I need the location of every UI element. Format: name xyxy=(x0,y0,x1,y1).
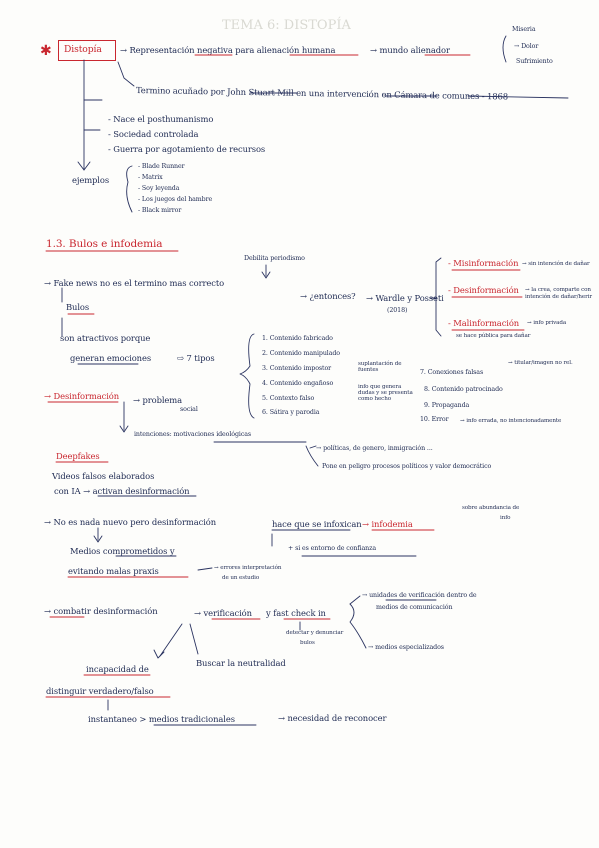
detectar-2: bulos xyxy=(300,640,315,646)
debilita-periodismo: Debilita periodismo xyxy=(244,255,305,262)
sobreabundancia-2: info xyxy=(500,515,511,521)
branch-sufrimiento: Sufrimiento xyxy=(516,58,553,65)
type-4: 4. Contenido engañoso xyxy=(262,380,334,387)
cause-2: - Guerra por agotamiento de recursos xyxy=(108,144,266,154)
medios-comprometidos: Medios comprometidos y xyxy=(70,546,175,556)
distopia-box xyxy=(58,40,116,61)
fast-check-term: y fast check in xyxy=(266,608,326,618)
example-2: - Soy leyenda xyxy=(138,185,180,192)
branch-dolor: → Dolor xyxy=(514,43,539,50)
type-2: 2. Contenido manipulado xyxy=(262,350,340,357)
videos-falsos: Videos falsos elaborados xyxy=(52,471,155,481)
type-6: 6. Sátira y parodia xyxy=(262,409,320,416)
wardle-year: (2018) xyxy=(387,307,408,314)
combatir-line: → combatir desinformación xyxy=(44,606,158,616)
malinformacion: - Malinformación xyxy=(448,318,520,328)
distopia-term: Distopía xyxy=(64,44,102,55)
example-4: - Black mirror xyxy=(138,207,182,214)
seven-types: ⇨ 7 tipos xyxy=(177,353,215,363)
malinformacion-note-2: se hace pública para dañar xyxy=(456,333,531,339)
type-10: 10. Error xyxy=(420,416,449,423)
fake-news-line: → Fake news no es el termino mas correct… xyxy=(44,278,225,288)
type-7: 7. Conexiones falsas xyxy=(420,369,484,376)
verificacion-term: → verificación xyxy=(194,608,252,618)
example-0: - Blade Runner xyxy=(138,163,185,170)
atractivos-text: son atractivos porque xyxy=(60,333,151,343)
examples-label: ejemplos xyxy=(72,175,110,185)
impostor-note: suplantación de fuentes xyxy=(358,361,402,373)
misinformacion-note: → sin intención de dañar xyxy=(522,261,590,267)
problema-label: → problema xyxy=(133,395,183,405)
page-header-title: TEMA 6: DISTOPÍA xyxy=(222,18,351,33)
section-heading: 1.3. Bulos e infodemia xyxy=(46,238,163,250)
con-ia-line: con IA → activan desinformación xyxy=(54,486,190,496)
incapacidad-line: incapacidad de xyxy=(86,664,149,674)
intenciones-line: intenciones: motivaciones ideológicas xyxy=(134,431,252,438)
entonces-question: → ¿entonces? xyxy=(300,291,356,301)
type-9: 9. Propaganda xyxy=(424,402,470,409)
type-8: 8. Contenido patrocinado xyxy=(424,386,503,393)
distopia-world: → mundo alienador xyxy=(370,45,450,55)
detectar-1: detectar y denunciar xyxy=(286,630,344,636)
type-1: 1. Contenido fabricado xyxy=(262,335,333,342)
praxis-note-1: → errores interpretación xyxy=(214,565,282,571)
desinformacion-line: → Desinformación xyxy=(44,391,120,401)
medios-especializados: → medios especializados xyxy=(368,644,444,651)
star-bullet: ✱ xyxy=(40,43,52,59)
branch-miseria: Miseria xyxy=(512,26,536,33)
social-label: social xyxy=(180,406,198,413)
misleading-note: info que genera dudas y se presenta como… xyxy=(358,384,413,402)
desinformacion-note: → la crea, comparte con intención de dañ… xyxy=(525,287,592,300)
infodemia-term: → infodemia xyxy=(362,519,413,529)
example-1: - Matrix xyxy=(138,174,163,181)
unidades-2: medios de comunicación xyxy=(376,604,453,611)
unidades-1: → unidades de verificación dentro de xyxy=(362,592,477,599)
false-connection-note: → titular/imagen no rel. xyxy=(508,360,573,366)
example-3: - Los juegos del hambre xyxy=(138,196,213,203)
buscar-neutralidad: Buscar la neutralidad xyxy=(196,658,286,668)
type-3: 3. Contenido impostor xyxy=(262,365,332,372)
error-note: → info errada, no intencionadamente xyxy=(460,418,562,424)
bulos-label: Bulos xyxy=(66,302,90,312)
malinformacion-note-1: → info privada xyxy=(527,320,567,326)
distopia-definition: → Representación negativa para alienació… xyxy=(120,45,336,55)
no-es-nuevo: → No es nada nuevo pero desinformación xyxy=(44,517,217,527)
evitando-malas-praxis: evitando malas praxis xyxy=(68,566,159,576)
distinguir-line: distinguir verdadero/falso xyxy=(46,686,154,696)
hace-infoxican: hace que se infoxican xyxy=(272,519,362,529)
wardle-posseti: → Wardle y Posseti xyxy=(366,293,444,303)
necesidad-reconocer: → necesidad de reconocer xyxy=(278,713,387,723)
sobreabundancia-1: sobre abundancia de xyxy=(462,505,520,511)
cause-0: - Nace el posthumanismo xyxy=(108,114,214,124)
desinformacion-type: - Desinformación xyxy=(448,285,519,295)
peligro-line: Pone en peligro procesos políticos y val… xyxy=(322,463,492,470)
type-5: 5. Contexto falso xyxy=(262,395,315,402)
praxis-note-2: de un estudio xyxy=(222,575,260,581)
cause-1: - Sociedad controlada xyxy=(108,129,199,139)
misinformacion: - Misinformación xyxy=(448,258,519,268)
deepfakes-heading: Deepfakes xyxy=(56,451,100,461)
generan-emociones: generan emociones xyxy=(70,353,152,363)
politicas-line: → políticas, de genero, inmigración ... xyxy=(316,445,433,452)
instantaneo-line: instantaneo > medios tradicionales xyxy=(88,714,235,724)
entorno-confianza: + si es entorno de confianza xyxy=(288,545,377,552)
